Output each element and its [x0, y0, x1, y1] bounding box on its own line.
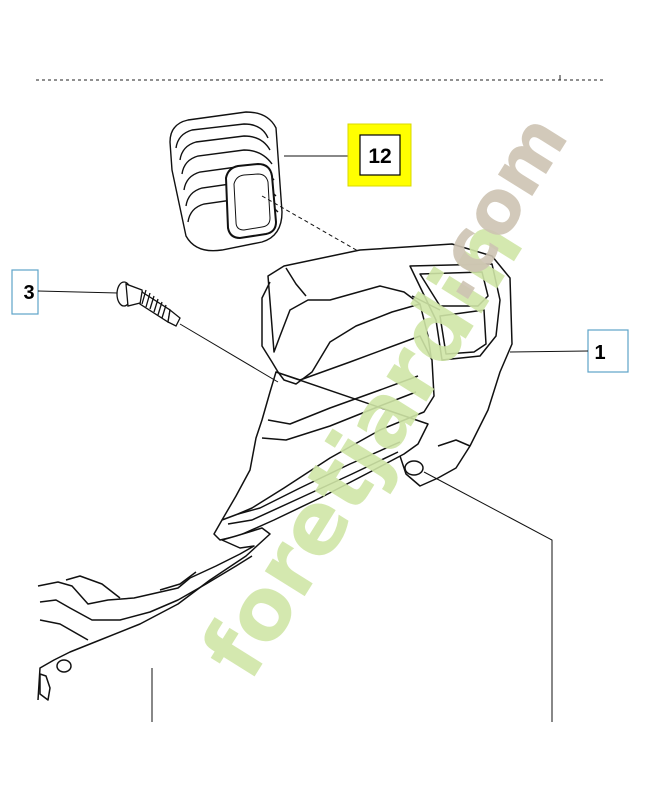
watermark-suffix: .com: [406, 100, 585, 315]
watermark-suffix-group: .com: [406, 100, 585, 315]
leader-line-right: [509, 350, 589, 353]
callout-12[interactable]: 12: [347, 123, 412, 187]
callout-12-label: 12: [368, 145, 391, 168]
leader-line-bottom-right: [423, 471, 553, 722]
screw-leader-line: [179, 323, 279, 383]
lower-plate-part: [37, 527, 271, 701]
screw-part: [116, 281, 181, 327]
callout-right[interactable]: 1: [587, 329, 629, 373]
callout-left[interactable]: 3: [11, 269, 39, 315]
callout-left-label: 3: [23, 282, 34, 304]
callout-12-box: [359, 134, 401, 176]
leader-line-left: [37, 290, 119, 294]
callout-right-label: 1: [594, 342, 605, 364]
callout-right-box: [587, 329, 629, 373]
callout-left-box: [11, 269, 39, 315]
cover-housing-part: [213, 243, 513, 541]
rubber-bellows-part: [169, 111, 283, 252]
